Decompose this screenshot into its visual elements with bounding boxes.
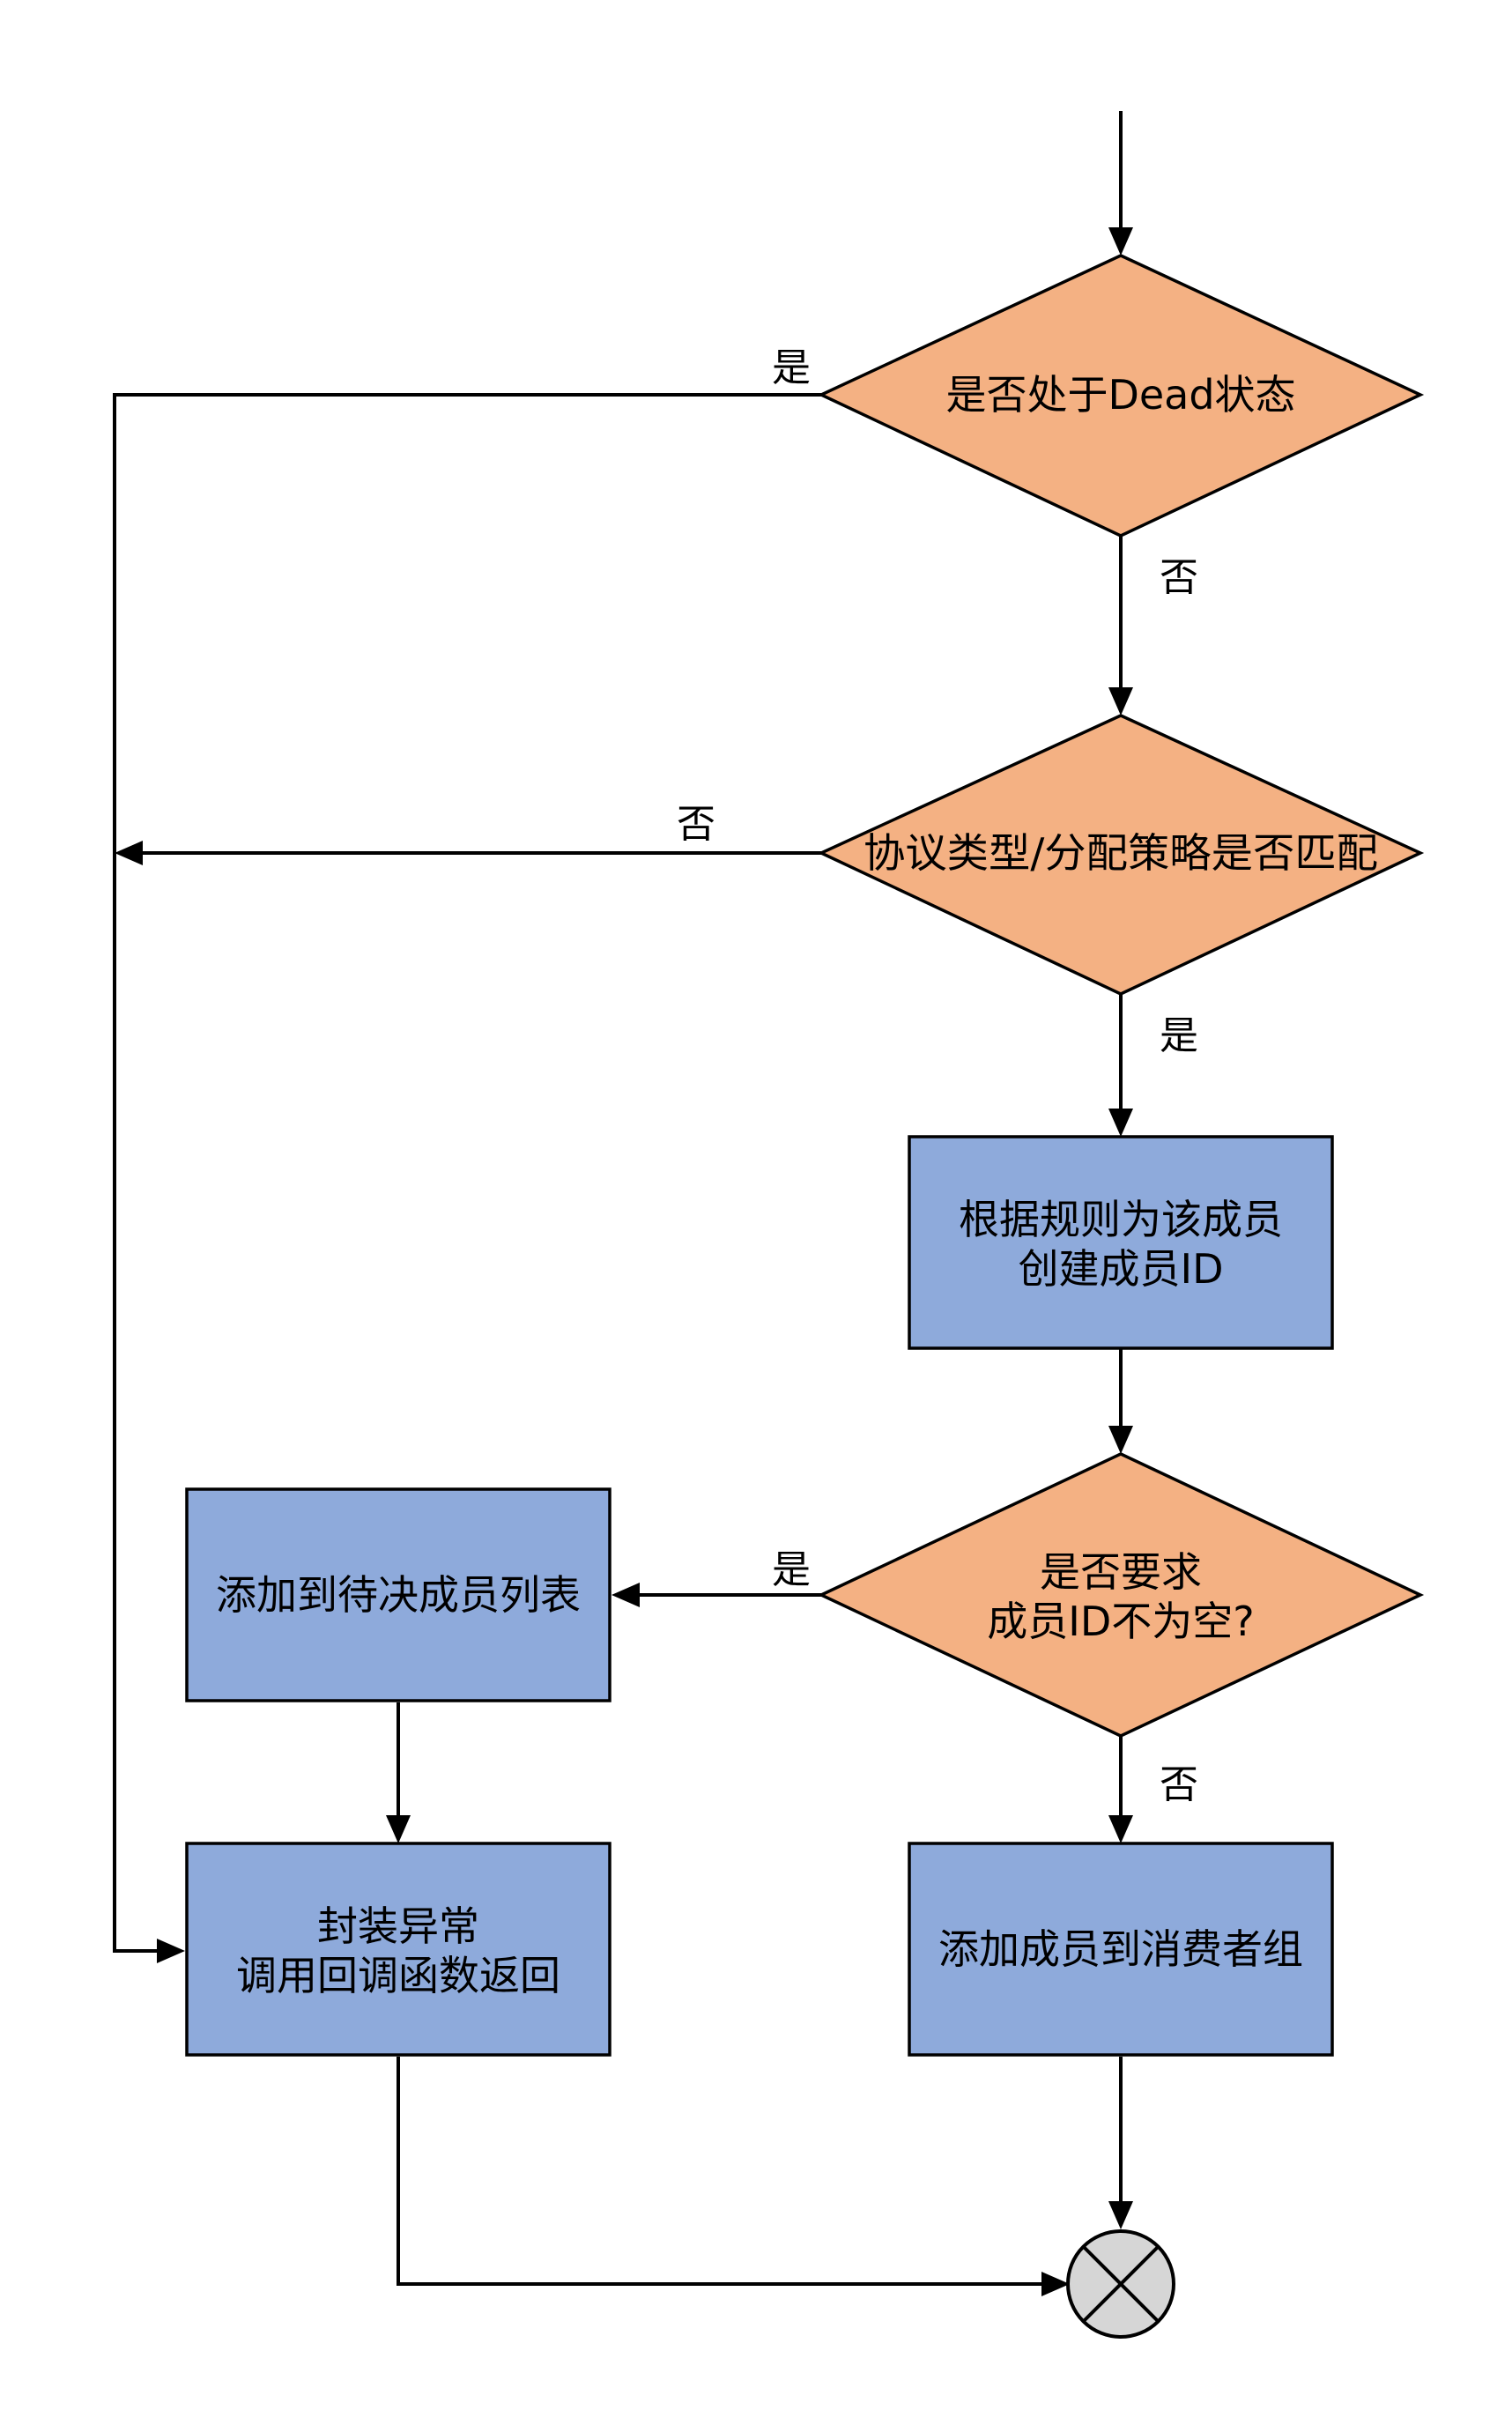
process-box <box>185 1842 611 2057</box>
label-protocol-yes: 是 <box>1160 1013 1198 1058</box>
edge-protocol-yes <box>1108 994 1133 1137</box>
edge-create-id-to-id-check <box>1108 1348 1133 1454</box>
label-id-required-yes: 是 <box>772 1547 811 1592</box>
end-x-circle-icon <box>1066 2229 1175 2339</box>
process-wrap-exception-line1: 封装异常 <box>317 1902 479 1950</box>
arrowhead-icon <box>157 1939 185 1963</box>
decision-dead-state: 是否处于Dead状态 <box>817 254 1425 538</box>
decision-diamond <box>817 254 1425 538</box>
decision-protocol-match: 协议类型/分配策略是否匹配 <box>817 714 1425 996</box>
arrowhead-icon <box>115 841 143 865</box>
process-wrap-exception: 封装异常 调用回调函数返回 <box>185 1842 611 2057</box>
arrowhead-icon <box>1108 1815 1133 1843</box>
process-add-pending-member: 添加到待决成员列表 <box>185 1487 611 1702</box>
process-create-member-id-line1: 根据规则为该成员 <box>959 1196 1283 1243</box>
process-box <box>908 1842 1334 2057</box>
edge-dead-yes <box>113 393 821 1963</box>
edge-add-member-to-end <box>1108 2057 1133 2229</box>
arrowhead-icon <box>1108 2201 1133 2229</box>
process-box <box>185 1487 611 1702</box>
process-add-pending-member-text: 添加到待决成员列表 <box>216 1571 581 1619</box>
edge-wrap-to-end <box>397 2057 1070 2296</box>
edge-id-required-yes <box>611 1583 821 1607</box>
arrowhead-icon <box>386 1815 411 1843</box>
label-protocol-no: 否 <box>677 802 715 847</box>
label-dead-no: 否 <box>1160 555 1198 600</box>
label-dead-yes: 是 <box>772 345 811 390</box>
edge-protocol-no <box>115 841 821 865</box>
arrowhead-icon <box>1108 227 1133 256</box>
end-cross-line-2 <box>1082 2245 1160 2323</box>
arrowhead-icon <box>611 1583 640 1607</box>
arrowhead-icon <box>1041 2272 1070 2296</box>
decision-protocol-match-text: 协议类型/分配策略是否匹配 <box>863 829 1378 877</box>
decision-dead-state-text: 是否处于Dead状态 <box>945 371 1295 419</box>
arrowhead-icon <box>1108 1109 1133 1137</box>
decision-diamond <box>817 714 1425 996</box>
arrowhead-icon <box>1108 687 1133 716</box>
decision-diamond <box>817 1452 1425 1738</box>
process-create-member-id-line2: 创建成员ID <box>1019 1245 1224 1293</box>
decision-id-required-text-line1: 是否要求 <box>1040 1548 1202 1596</box>
process-create-member-id: 根据规则为该成员 创建成员ID <box>908 1135 1334 1350</box>
edge-start-to-dead-check <box>1108 111 1133 256</box>
process-add-member-to-group: 添加成员到消费者组 <box>908 1842 1334 2057</box>
label-id-required-no: 否 <box>1160 1762 1198 1807</box>
decision-id-required-text-line2: 成员ID不为空? <box>987 1598 1254 1645</box>
process-add-member-to-group-text: 添加成员到消费者组 <box>938 1925 1303 1973</box>
edge-id-required-no <box>1108 1736 1133 1843</box>
arrowhead-icon <box>1108 1426 1133 1454</box>
process-box <box>908 1135 1334 1350</box>
decision-id-required: 是否要求 成员ID不为空? <box>817 1452 1425 1738</box>
edge-add-pending-to-wrap <box>386 1702 411 1843</box>
edge-dead-no <box>1108 536 1133 716</box>
process-wrap-exception-line2: 调用回调函数返回 <box>236 1952 560 1999</box>
